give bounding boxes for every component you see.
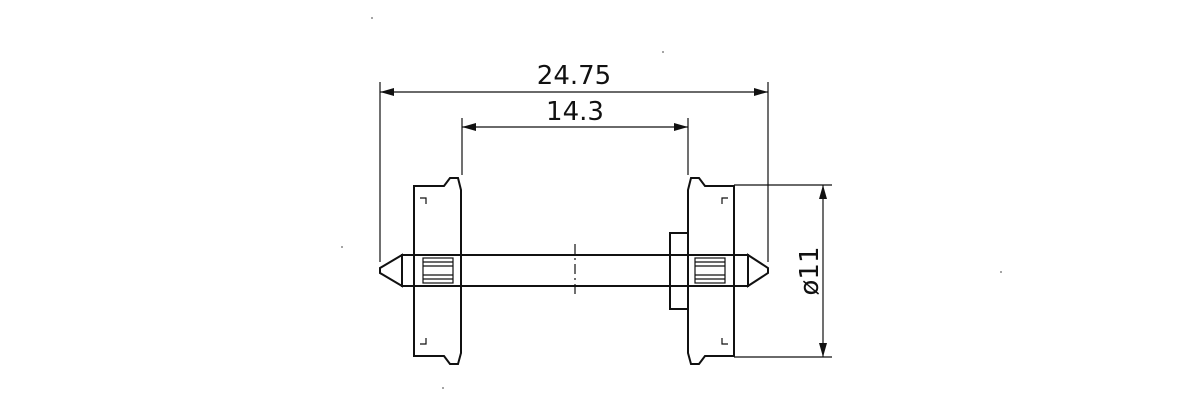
overall-length-dimension: 24.75 — [379, 61, 769, 262]
left-wheel — [413, 177, 462, 365]
overall-length-label: 24.75 — [537, 61, 611, 91]
diameter-dimension: ø11 — [734, 184, 832, 358]
back-to-back-dimension: 14.3 — [461, 97, 689, 175]
right-wheel — [669, 177, 735, 365]
back-to-back-label: 14.3 — [546, 97, 604, 127]
axle — [379, 244, 769, 298]
speckles — [341, 17, 1002, 389]
diameter-label: ø11 — [795, 247, 825, 296]
